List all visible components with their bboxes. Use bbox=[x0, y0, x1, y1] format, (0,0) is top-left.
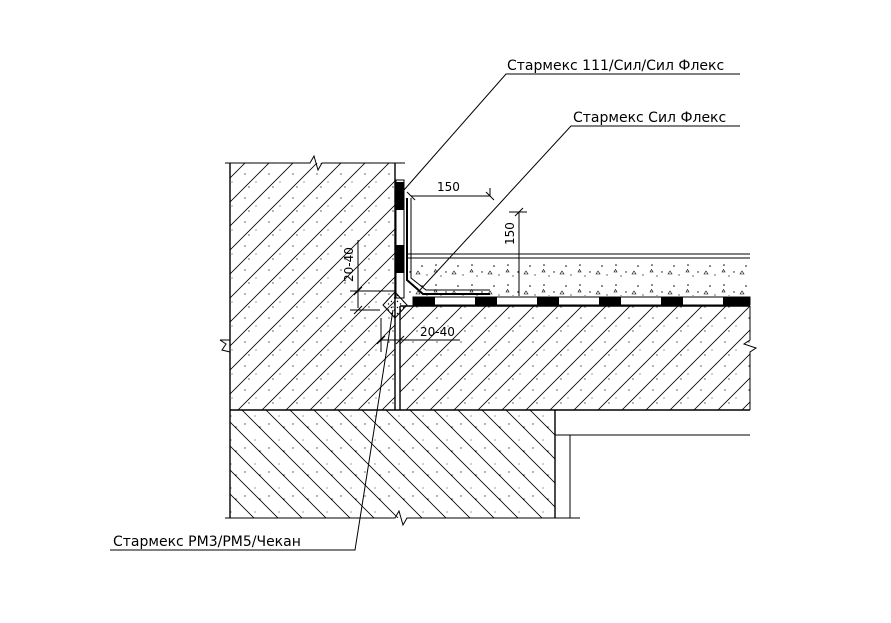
waterproofing-membrane bbox=[412, 296, 751, 306]
label-sealant-bottom: Стармекс РМ3/РМ5/Чекан bbox=[113, 534, 301, 550]
dim-gap-horizontal: 20-40 bbox=[420, 325, 455, 339]
dim-vertical-150: 150 bbox=[503, 222, 517, 245]
wall-concrete bbox=[225, 154, 405, 410]
foundation-concrete bbox=[220, 339, 750, 527]
dim-horizontal-150: 150 bbox=[437, 180, 460, 194]
break-mark-left bbox=[219, 339, 231, 353]
dimension-lines bbox=[350, 188, 527, 352]
dim-gap-vertical: 20-40 bbox=[342, 247, 356, 282]
label-sealant-mid: Стармекс Сил Флекс bbox=[573, 110, 726, 126]
wall-membrane bbox=[395, 179, 405, 299]
gap-plug bbox=[382, 291, 408, 319]
label-sealant-top: Стармекс 111/Сил/Сил Флекс bbox=[507, 58, 724, 74]
leader-lines bbox=[110, 73, 740, 551]
floor-slab-concrete bbox=[399, 305, 758, 410]
sealant-profile bbox=[406, 198, 490, 295]
